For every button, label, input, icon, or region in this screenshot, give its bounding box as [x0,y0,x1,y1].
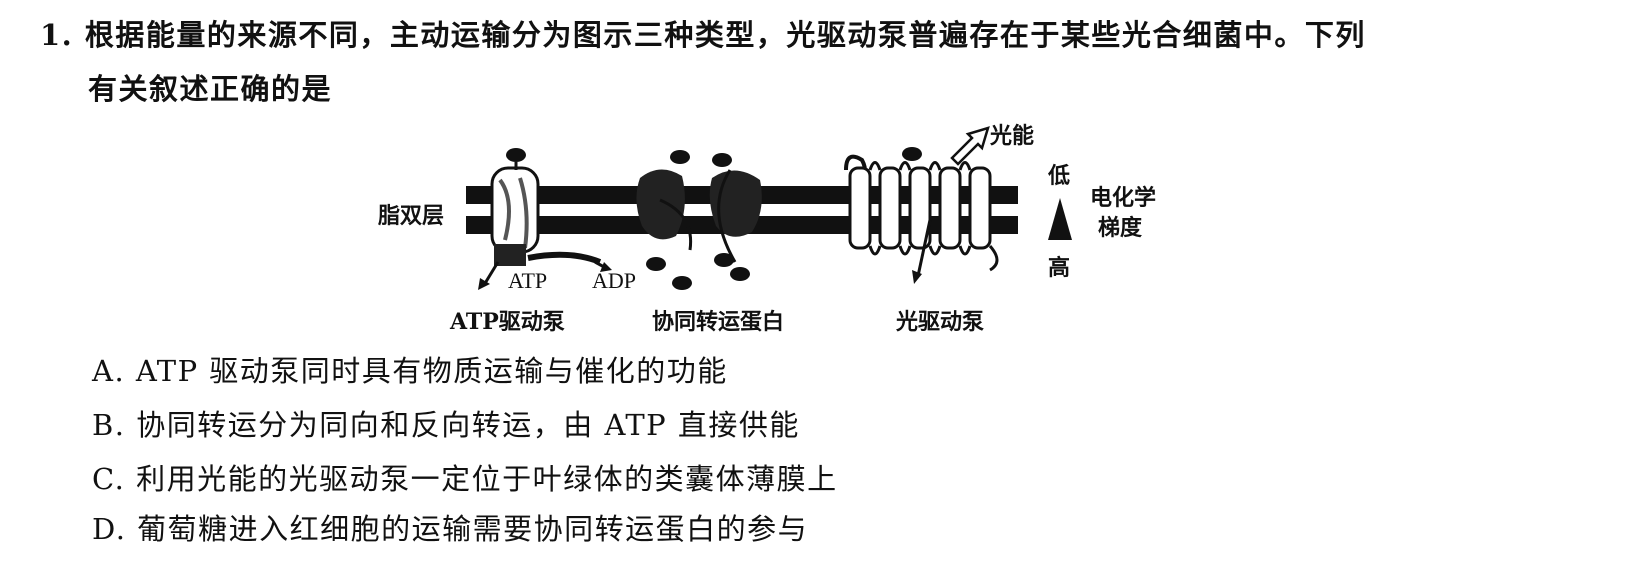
label-light-energy: 光能 [990,123,1035,149]
question-stem-line-2: 有关叙述正确的是 [88,72,333,106]
label-atp: ATP [508,268,548,293]
cotransporter-protein [636,150,762,290]
label-gradient-2: 梯度 [1098,215,1143,241]
option-c[interactable]: C. 利用光能的光驱动泵一定位于叶绿体的类囊体薄膜上 [92,462,838,496]
label-gradient-high: 高 [1048,255,1071,281]
label-gradient-1: 电化学 [1090,185,1157,211]
atp-pump [478,148,612,290]
light-arrow [950,126,990,166]
light-driven-pump [844,126,999,284]
label-gradient-low: 低 [1048,163,1071,189]
label-adp: ADP [592,268,637,293]
option-b[interactable]: B. 协同转运分为同向和反向转运，由 ATP 直接供能 [92,408,800,442]
option-d[interactable]: D. 葡萄糖进入红细胞的运输需要协同转运蛋白的参与 [92,512,809,546]
label-atp-pump: ATP驱动泵 [450,309,565,335]
option-a[interactable]: A. ATP 驱动泵同时具有物质运输与催化的功能 [92,354,728,388]
label-cotransporter: 协同转运蛋白 [652,309,785,335]
label-lipid-bilayer: 脂双层 [378,203,445,229]
question-stem-line-1: 1. 根据能量的来源不同，主动运输分为图示三种类型，光驱动泵普遍存在于某些光合细… [40,18,1366,52]
label-light-pump: 光驱动泵 [896,309,985,335]
gradient-arrow [1048,198,1072,240]
